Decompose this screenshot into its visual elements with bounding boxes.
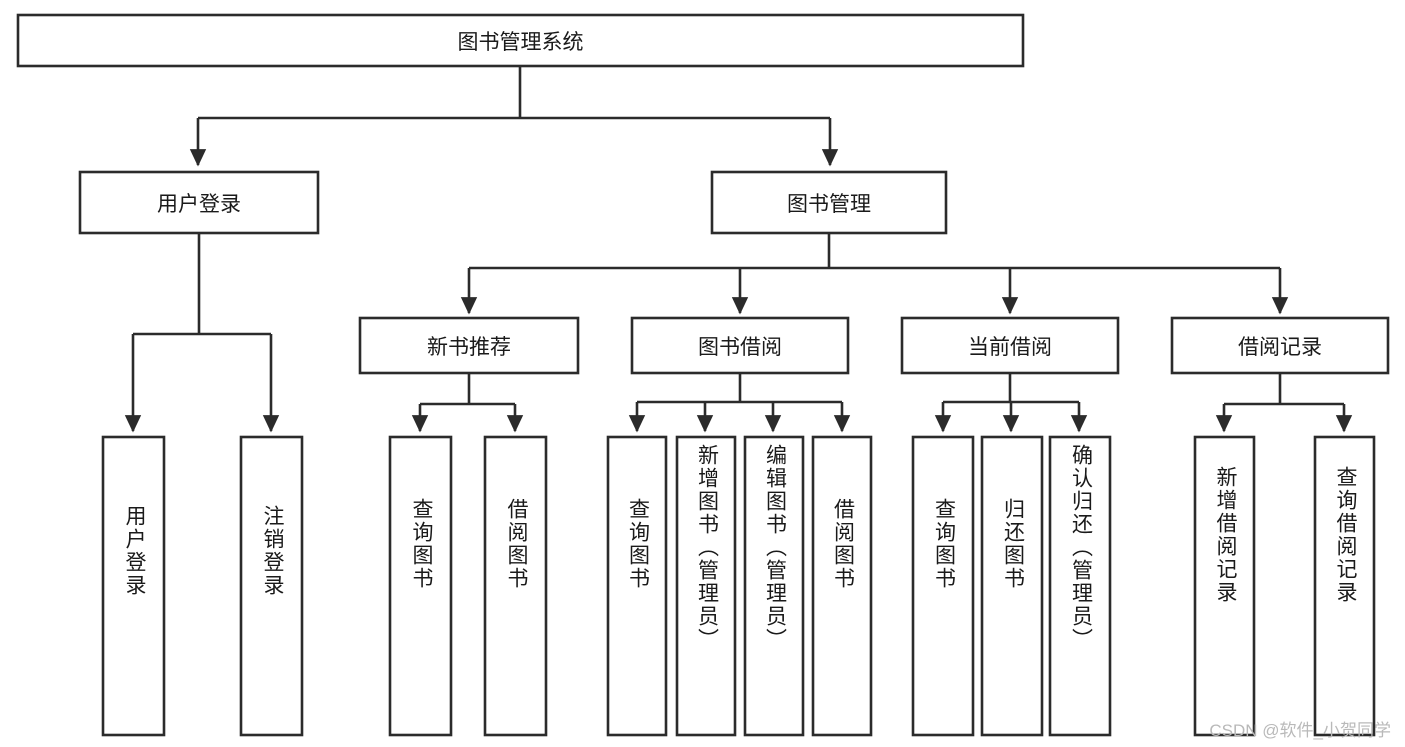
leaf-current-borrow-3[interactable] [1048,435,1112,737]
node-root[interactable] [16,13,1025,68]
leaf-new-book-1[interactable] [388,435,453,737]
leaf-book-borrow-4[interactable] [811,435,873,737]
node-book-borrow[interactable] [630,316,850,375]
leaf-borrow-records-1[interactable] [1193,435,1256,737]
leaf-user-login-1[interactable] [101,435,166,737]
leaf-book-borrow-1[interactable] [606,435,668,737]
leaf-new-book-2[interactable] [483,435,548,737]
leaf-book-borrow-2[interactable] [675,435,737,737]
leaf-current-borrow-2[interactable] [980,435,1044,737]
leaf-user-login-2[interactable] [239,435,304,737]
node-book-manage[interactable] [710,170,948,235]
leaf-borrow-records-2[interactable] [1313,435,1376,737]
node-new-book-recommend[interactable] [358,316,580,375]
leaf-book-borrow-3[interactable] [743,435,805,737]
node-user-login[interactable] [78,170,320,235]
node-current-borrow[interactable] [900,316,1120,375]
leaf-current-borrow-1[interactable] [911,435,975,737]
node-borrow-records[interactable] [1170,316,1390,375]
